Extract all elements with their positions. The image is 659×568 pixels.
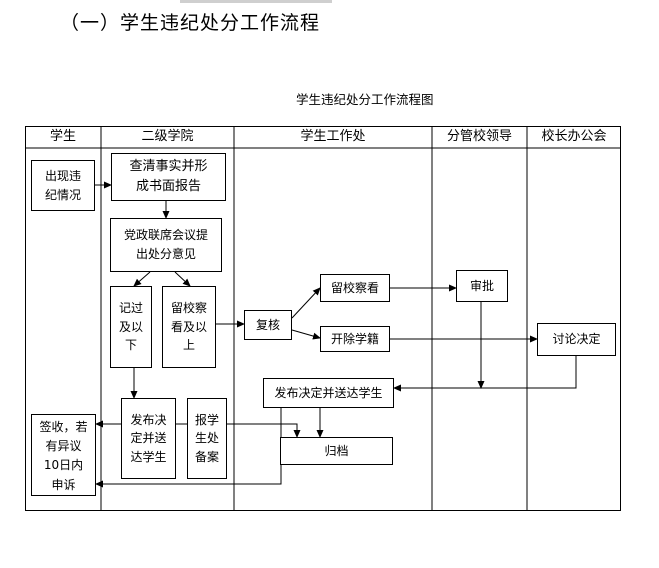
arrow-review-to-keep: [291, 287, 321, 319]
node-keep-probation: 留校察看: [320, 274, 390, 302]
lane-header-student-affairs: 学生工作处: [300, 129, 366, 144]
node-sign-appeal: 签收，若 有异议 10日内 申诉: [31, 414, 96, 496]
node-report-violation: 出现违 纪情况: [31, 160, 95, 211]
arrow-review-to-expel: [291, 329, 321, 340]
section-heading: （一）学生违纪处分工作流程: [60, 12, 321, 34]
node-joint-meeting: 党政联席会议提 出处分意见: [110, 218, 222, 272]
node-expel: 开除学籍: [320, 326, 390, 352]
flowchart-title: 学生违纪处分工作流程图: [296, 92, 434, 107]
lane-header-college: 二级学院: [141, 129, 194, 144]
top-decoration-bar: [180, 0, 332, 3]
arrow-issue-to-sign: [95, 408, 282, 488]
node-archive: 归档: [280, 437, 393, 465]
arrow-discuss-to-issue: [393, 356, 577, 392]
node-issue-deliver: 发布决 定并送 达学生: [121, 398, 176, 479]
node-investigate: 查清事实并形 成书面报告: [111, 153, 226, 201]
lane-header-student: 学生: [49, 129, 76, 144]
arrow-meeting-to-probation: [174, 271, 191, 287]
swimlane-grid: [25, 126, 621, 511]
lane-header-president-office: 校长办公会: [541, 129, 607, 144]
node-issue-to-student: 发布决定并送达学生: [263, 378, 394, 408]
node-review: 复核: [244, 310, 292, 340]
node-approve: 审批: [456, 270, 508, 302]
arrow-meeting-to-demerit: [133, 271, 151, 287]
node-demerit: 记过 及以 下: [110, 286, 152, 368]
lane-header-vice-president: 分管校领导: [446, 129, 512, 144]
node-report-office: 报学 生处 备案: [187, 398, 227, 479]
node-probation: 留校察 看及以 上: [162, 286, 216, 368]
node-discuss-decide: 讨论决定: [537, 323, 616, 356]
